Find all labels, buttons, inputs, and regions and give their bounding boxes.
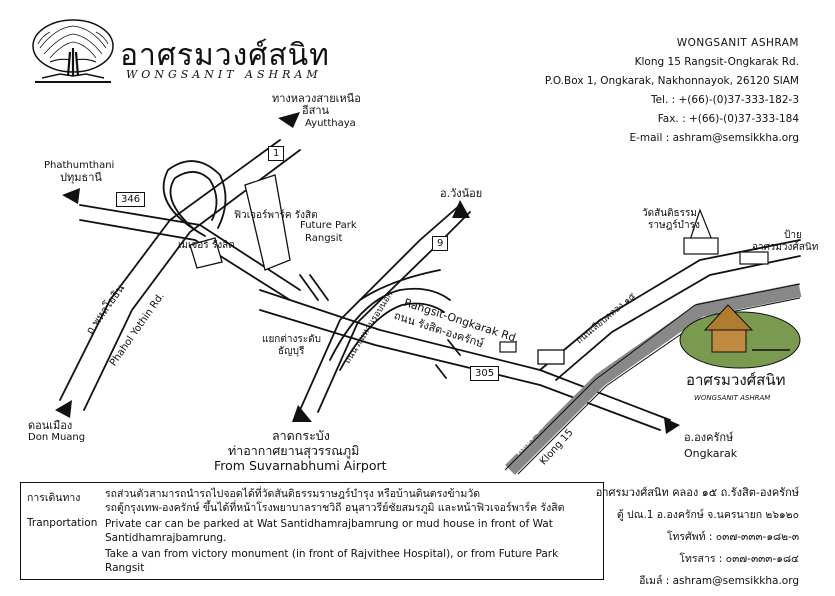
- transport-th-2: รถตู้กรุงเทพ-องครักษ์ ขึ้นได้ที่หน้าโรงพ…: [105, 502, 565, 514]
- contact-email[interactable]: E-mail : ashram@semsikkha.org: [629, 132, 799, 144]
- arrow-airport: [292, 405, 312, 422]
- arrow-ongkarak: [664, 418, 680, 434]
- label-sign-2: อาศรมวงศ์สนิท: [752, 242, 819, 253]
- contact-address-2: P.O.Box 1, Ongkarak, Nakhonnayok, 26120 …: [544, 75, 799, 87]
- footer-line-1: อาศรมวงศ์สนิท คลอง ๑๕ ถ.รังสิต-องครักษ์: [595, 486, 799, 499]
- label-ashram-en: WONGSANIT ASHRAM: [694, 394, 771, 402]
- label-donmuang-en: Don Muang: [28, 432, 86, 443]
- outer-ring-road: [299, 204, 461, 411]
- logo-subtitle: WONGSANIT ASHRAM: [126, 68, 322, 81]
- footer-contact: อาศรมวงศ์สนิท คลอง ๑๕ ถ.รังสิต-องครักษ์ …: [596, 482, 799, 592]
- footer-line-2: ตู้ ปณ.1 อ.องครักษ์ จ.นครนายก ๒๖๑๒๐: [616, 509, 799, 521]
- arrow-phathumthani: [62, 188, 80, 204]
- temple-icon: [683, 208, 719, 255]
- contact-name: WONGSANIT ASHRAM: [676, 37, 799, 49]
- label-junction-2: ธัญบุรี: [278, 346, 305, 357]
- future-park-building: [244, 174, 291, 271]
- transport-en-2: Santidhamrajbamrung.: [105, 532, 227, 544]
- contact-tel: Tel. : +(66)-(0)37-333-182-3: [650, 94, 799, 106]
- phahol-road: [59, 139, 281, 401]
- transport-label-en: Tranportation: [27, 517, 98, 529]
- klong15-canal: [505, 283, 802, 475]
- label-sign-1: ป้าย: [784, 230, 802, 241]
- rangsit-ongkarak-road: [259, 289, 671, 421]
- transport-label-th: การเดินทาง: [27, 492, 81, 504]
- label-ashram-th: อาศรมวงศ์สนิท: [686, 371, 786, 389]
- footer-line-3: โทรศัพท์ : ๐๓๗-๓๓๓-๑๘๒-๓: [666, 531, 799, 543]
- contact-block: WONGSANIT ASHRAM Klong 15 Rangsit-Ongkar…: [545, 34, 799, 148]
- transport-en-1: Private car can be parked at Wat Santidh…: [105, 518, 553, 530]
- label-future-park-th: ฟิวเจอร์พาร์ค รังสิต: [234, 210, 318, 221]
- route-1-shield: 1: [268, 146, 285, 161]
- label-major: เมเจอร์ รังสิต: [178, 240, 235, 251]
- label-temple-2: ราษฎร์บำรุง: [648, 220, 700, 231]
- label-phathumthani-th: ปทุมธานี: [60, 171, 102, 184]
- label-latkrabang: ลาดกระบัง: [272, 428, 330, 443]
- transport-en-4: Rangsit: [105, 562, 145, 574]
- transport-en-3: Take a van from victory monument (in fro…: [105, 548, 559, 560]
- label-future-park-en: Future Park: [300, 220, 357, 231]
- contact-address-1: Klong 15 Rangsit-Ongkarak Rd.: [634, 56, 799, 68]
- label-north-thai: ทางหลวงสายเหนือ: [272, 92, 361, 105]
- route-9-shield: 9: [432, 236, 449, 251]
- label-airport-en: From Suvarnabhumi Airport: [214, 458, 387, 473]
- footer-line-5[interactable]: อีเมล์ : ashram@semsikkha.org: [639, 575, 799, 587]
- label-donmuang-th: ดอนเมือง: [28, 419, 73, 432]
- ashram-sign-icon: [739, 251, 769, 265]
- route-346-shield: 346: [116, 192, 146, 207]
- label-future-park-rangsit: Rangsit: [305, 233, 343, 244]
- label-north-thai-2: อีสาน: [302, 104, 330, 117]
- footer-line-4: โทรสาร : ๐๓๗-๓๓๓-๑๘๔: [679, 553, 799, 565]
- ashram-house-icon: [679, 304, 801, 369]
- label-phathumthani-en: Phathumthani: [44, 160, 115, 171]
- major-building: [189, 237, 223, 269]
- label-airport-th: ท่าอากาศยานสุวรรณภูมิ: [228, 443, 360, 458]
- tree-icon: [32, 19, 114, 83]
- label-wangnoi: อ.วังน้อย: [440, 187, 483, 200]
- label-ongkarak-th: อ.องครักษ์: [684, 431, 734, 444]
- logo-title: อาศรมวงศ์สนิท: [120, 38, 330, 73]
- label-ongkarak-en: Ongkarak: [684, 447, 738, 460]
- contact-fax: Fax. : +(66)-(0)37-333-184: [657, 113, 799, 125]
- arrow-donmuang: [55, 400, 72, 418]
- gate-shelter: [537, 349, 565, 365]
- label-junction-1: แยกต่างระดับ: [262, 334, 321, 345]
- transport-th-1: รถส่วนตัวสามารถนำรถไปจอดได้ที่วัดสันติธร…: [105, 488, 481, 500]
- label-ayutthaya: Ayutthaya: [305, 118, 356, 129]
- loop-interchange: [169, 171, 218, 231]
- arrow-ayutthaya: [278, 112, 300, 128]
- transport-box: การเดินทาง Tranportation รถส่วนตัวสามารถ…: [20, 482, 604, 580]
- klong15-road: [539, 239, 801, 371]
- route-305-shield: 305: [470, 366, 500, 381]
- arrow-wangnoi: [452, 200, 470, 218]
- label-temple-1: วัดสันติธรรม: [642, 208, 697, 219]
